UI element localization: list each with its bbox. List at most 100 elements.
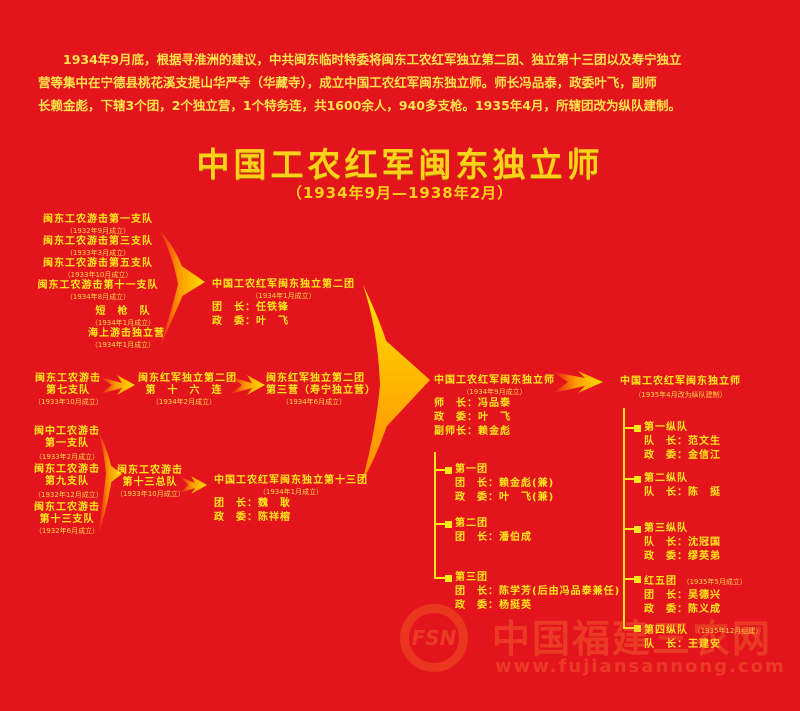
unit-name: 闽东工农游击 <box>34 502 100 513</box>
leader: 团 长：潘伯成 <box>455 532 532 543</box>
arrow-group1 <box>158 228 205 352</box>
unit-name: 第一团 <box>455 464 488 475</box>
corps-unit: 第四纵队 （1935年12月组建）队 长：王建安 <box>644 621 762 652</box>
corps-unit: 红五团 （1935年5月成立）团 长：吴德兴政 委：陈义成 <box>644 572 747 617</box>
watermark-url: www.fujiansannong.com <box>495 656 786 677</box>
unit-date: （1935年4月改为纵队建制） <box>634 391 727 399</box>
unit-date: （1934年1月成立） <box>251 292 316 300</box>
unit-date: （1933年10月成立） <box>63 271 133 279</box>
unit-name: 闽东工农游击第十一支队 <box>37 280 159 291</box>
arrow-row2-b <box>230 375 265 395</box>
watermark-name: 中国福建三农网 <box>492 617 773 661</box>
unit-date: （1932年9月成立） <box>65 227 131 235</box>
tree-branch <box>623 427 635 429</box>
unit-date: （1932年6月成立） <box>34 527 100 535</box>
unit-name: 闽东工农游击第五支队 <box>43 258 153 269</box>
commissar: 政 委：金信江 <box>644 450 721 461</box>
corps-unit: 第一纵队队 长：范文生政 委：金信江 <box>644 421 721 463</box>
arrow-row2-a <box>100 375 135 395</box>
unit-name: 第九支队 <box>45 476 89 487</box>
unit-name: 红五团 <box>644 576 677 587</box>
row2-unit: 闽东工农游击第七支队（1933年10月成立） <box>34 373 103 407</box>
unit-date: （1934年1月成立） <box>258 488 324 496</box>
tree-branch <box>623 528 635 530</box>
commissar: 政 委：陈祥榕 <box>214 512 291 523</box>
division-unit: 第二团团 长：潘伯成 <box>455 517 532 545</box>
unit-name: 闽东工农游击 <box>117 465 183 476</box>
unit-date: （1934年1月成立） <box>90 341 156 349</box>
unit-date: （1934年8月成立） <box>65 293 131 301</box>
unit-date: （1934年6月成立） <box>281 398 347 406</box>
unit-name: 中国工农红军闽东独立第十三团 <box>214 475 368 486</box>
unit-name: 第三团 <box>455 572 488 583</box>
unit-name: 闽东工农游击 <box>34 464 100 475</box>
tree-branch <box>623 627 635 629</box>
tree-line <box>623 408 625 628</box>
page-subtitle: （1934年9月—1938年2月） <box>286 184 514 202</box>
watermark-logo: FSN <box>400 604 468 672</box>
leader: 团 长：魏 耿 <box>214 498 291 509</box>
arrow-1935 <box>553 371 603 393</box>
unit-note: （1935年12月组建） <box>693 627 763 635</box>
unit-name: 中国工农红军闽东独立师 <box>434 375 555 386</box>
unit-name: 第十三总队 <box>122 477 178 488</box>
leader: 团 长：赖金彪(兼) <box>455 478 555 489</box>
commissar: 政 委：叶 飞 <box>434 412 511 423</box>
tree-branch <box>623 578 635 580</box>
unit-name: 短 枪 队 <box>95 306 151 317</box>
commissar: 政 委：缪英弟 <box>644 551 721 562</box>
leader: 团 长：任铁锋 <box>212 302 289 313</box>
tree-branch <box>434 469 446 471</box>
regiment2: 中国工农红军闽东独立第二团 （1934年1月成立） 团 长：任铁锋 政 委：叶 … <box>212 278 355 329</box>
tree-node <box>445 521 452 528</box>
unit-name: 第 十 六 连 <box>145 385 223 396</box>
unit-name: 第三纵队 <box>644 523 688 534</box>
intro-line: 1934年9月底，根据寻淮洲的建议，中共闽东临时特委将闽东工农红军独立第二团、独… <box>38 52 682 67</box>
corps13: 闽东工农游击第十三总队（1933年10月成立） <box>116 465 185 499</box>
division-1934: 中国工农红军闽东独立师 （1934年9月成立） 师 长：冯品泰 政 委：叶 飞 … <box>434 374 555 439</box>
tree-node <box>634 476 641 483</box>
commissar: 政 委：叶 飞(兼) <box>455 492 555 503</box>
unit-name: 中国工农红军闽东独立师 <box>620 376 741 387</box>
regiment13: 中国工农红军闽东独立第十三团 （1934年1月成立） 团 长：魏 耿 政 委：陈… <box>214 474 368 525</box>
leader: 师 长：冯品泰 <box>434 398 511 409</box>
tree-node <box>634 625 641 632</box>
intro-paragraph: 1934年9月底，根据寻淮洲的建议，中共闽东临时特委将闽东工农红军独立第二团、独… <box>38 48 764 117</box>
commissar: 政 委：叶 飞 <box>212 316 289 327</box>
unit-date: （1934年2月成立） <box>151 398 217 406</box>
unit-name: 闽中工农游击 <box>34 426 100 437</box>
tree-branch <box>623 478 635 480</box>
tree-line <box>434 452 436 578</box>
division-unit: 第三团团 长：陈学芳(后由冯品泰兼任)政 委：杨挺英 <box>455 571 620 613</box>
division-unit: 第一团团 长：赖金彪(兼) 政 委：叶 飞(兼) <box>455 463 554 505</box>
unit-name: 海上游击独立营 <box>88 328 165 339</box>
group1-extra: 短 枪 队（1934年1月成立） 海上游击独立营（1934年1月成立） <box>88 306 165 350</box>
unit-name: 第十三支队 <box>39 514 95 525</box>
tree-branch <box>434 523 446 525</box>
arrow-group3 <box>98 430 122 536</box>
unit-date: （1933年2月成立） <box>34 453 100 461</box>
unit-date: （1934年9月成立） <box>462 388 527 396</box>
unit-name: 第二纵队 <box>644 473 688 484</box>
leader: 队 长：陈 挺 <box>644 487 721 498</box>
unit-name: 第三营（寿宁独立营） <box>266 385 376 396</box>
unit-name: 第二团 <box>455 518 488 529</box>
intro-line: 长赖金彪，下辖3个团，2个独立营，1个特务连，共1600余人，940多支枪。19… <box>38 98 681 113</box>
arrow-corps13 <box>180 476 207 494</box>
unit-name: 闽东工农游击第三支队 <box>43 236 153 247</box>
commissar: 政 委：杨挺英 <box>455 600 532 611</box>
intro-line: 营等集中在宁德县桃花溪支提山华严寺（华藏寺），成立中国工农红军闽东独立师。师长冯… <box>38 75 657 90</box>
unit-name: 第一支队 <box>45 438 89 449</box>
page-title: 中国工农红军闽东独立师 <box>196 145 604 184</box>
tree-node <box>634 425 641 432</box>
row2-unit: 闽东红军独立第二团第 十 六 连（1934年2月成立） <box>138 373 236 407</box>
row2-unit: 闽东红军独立第二团第三营（寿宁独立营）（1934年6月成立） <box>266 373 376 407</box>
tree-branch <box>434 577 446 579</box>
unit-name: 闽东工农游击 <box>35 373 101 384</box>
leader: 队 长：王建安 <box>644 639 721 650</box>
unit-date: （1932年12月成立） <box>34 491 103 499</box>
unit-date: （1933年3月成立） <box>65 249 131 257</box>
tree-node <box>445 467 452 474</box>
unit-date: （1933年10月成立） <box>34 398 103 406</box>
